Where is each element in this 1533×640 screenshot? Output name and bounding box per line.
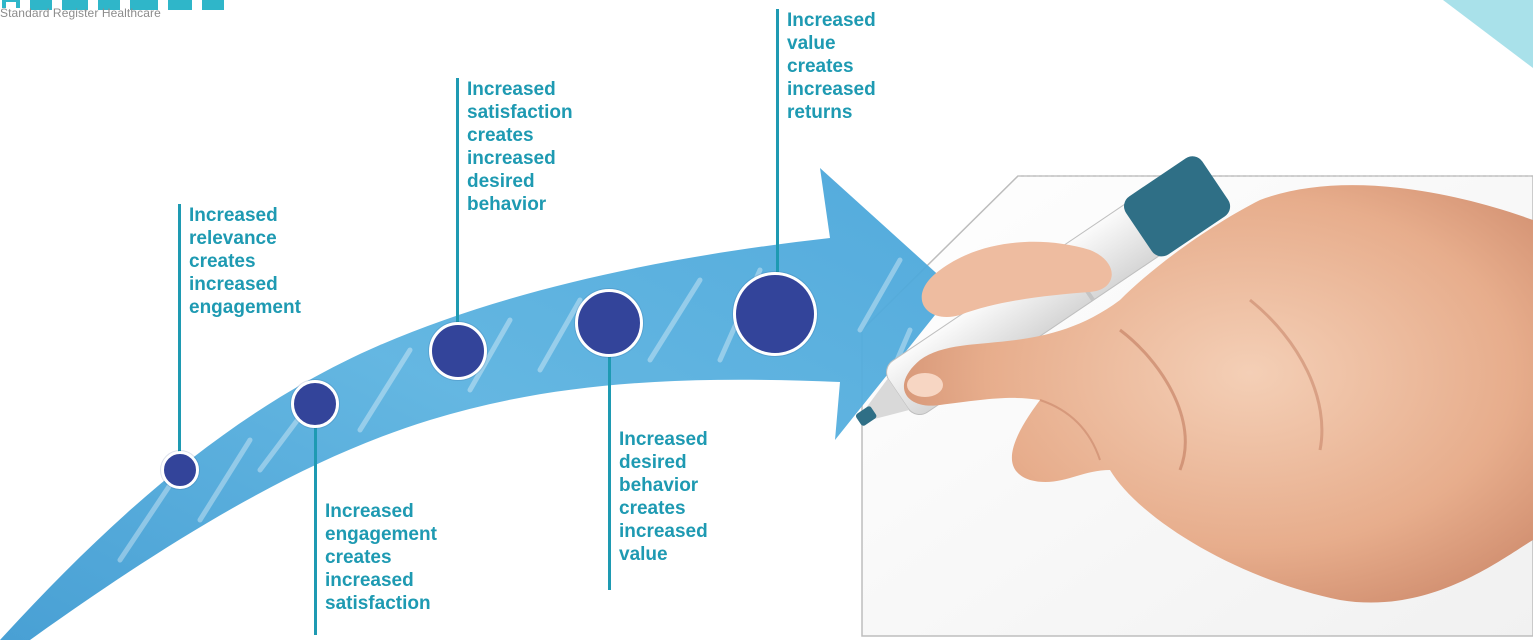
stage-label-line: increased (189, 274, 278, 295)
stage-label-line: increased (787, 79, 876, 100)
stage-label-line: satisfaction (467, 102, 573, 123)
stage-dot-value (733, 272, 817, 356)
stage-label-line: Increased (189, 205, 278, 226)
stage-label-line: increased (467, 148, 556, 169)
connector-value (776, 10, 779, 310)
stage-label-relevance: Increased relevance creates increased en… (178, 204, 301, 319)
stage-label-line: desired (467, 171, 535, 192)
stage-label-line: creates (189, 251, 256, 272)
brand-caption: Standard Register Healthcare (0, 6, 161, 20)
stage-label-line: engagement (325, 524, 437, 545)
stage-label-line: Increased (467, 79, 556, 100)
brand-logo (2, 0, 224, 10)
stage-label-line: engagement (189, 297, 301, 318)
stage-label-engagement: Increased engagement creates increased s… (314, 500, 437, 615)
stage-label-line: increased (619, 521, 708, 542)
corner-decoration (1443, 0, 1533, 68)
stage-label-line: returns (787, 102, 853, 123)
stage-dot-relevance (161, 451, 199, 489)
stage-label-line: value (787, 33, 836, 54)
stage-label-satisfaction: Increased satisfaction creates increased… (456, 78, 573, 216)
stage-label-line: value (619, 544, 668, 565)
stage-label-line: desired (619, 452, 687, 473)
stage-label-line: behavior (619, 475, 699, 496)
stage-label-line: creates (325, 547, 392, 568)
growth-arrow (0, 168, 955, 640)
connector-relevance (178, 205, 181, 470)
stage-label-desired-behavior: Increased desired behavior creates incre… (608, 428, 708, 566)
stage-label-line: increased (325, 570, 414, 591)
stage-label-line: Increased (619, 429, 708, 450)
stage-label-line: creates (787, 56, 854, 77)
stage-label-line: Increased (325, 501, 414, 522)
stage-label-value: Increased value creates increased return… (776, 9, 876, 124)
stage-dot-engagement (291, 380, 339, 428)
hand-holding-marker-icon (855, 156, 1533, 603)
stage-label-line: behavior (467, 194, 547, 215)
stage-dot-satisfaction (429, 322, 487, 380)
stage-label-line: Increased (787, 10, 876, 31)
stage-label-line: relevance (189, 228, 277, 249)
stage-dot-desired-behavior (575, 289, 643, 357)
stage-label-line: creates (467, 125, 534, 146)
stage-label-line: creates (619, 498, 686, 519)
stage-label-line: satisfaction (325, 593, 431, 614)
